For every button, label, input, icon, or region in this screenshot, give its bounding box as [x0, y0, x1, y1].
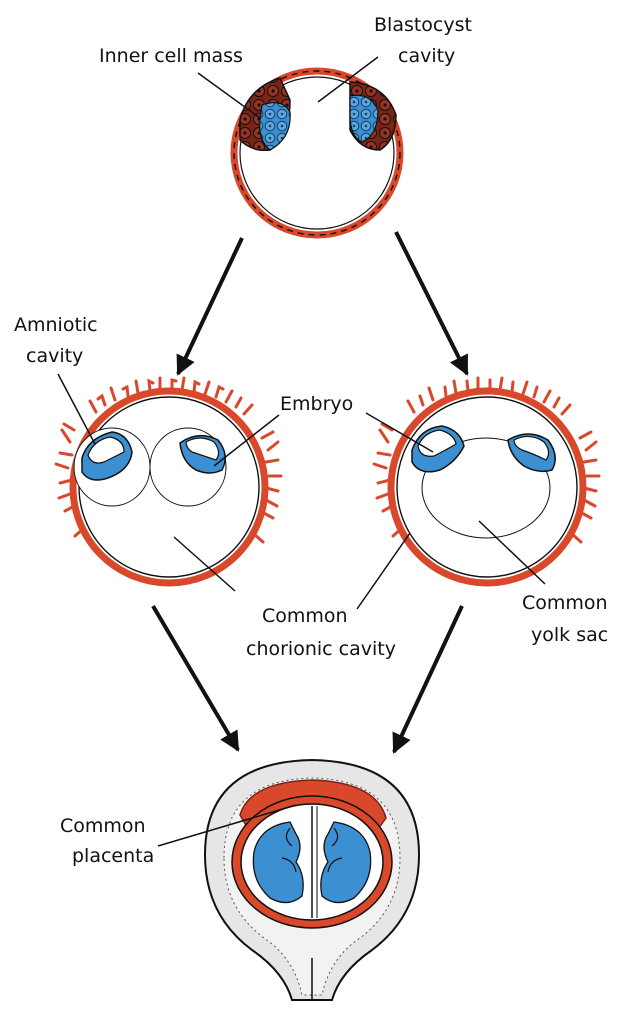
- arrow-right-to-uterus: [394, 606, 462, 752]
- label-amniotic-2: cavity: [26, 345, 83, 367]
- left-chorionic-sac: [56, 378, 281, 583]
- label-placenta-1: Common: [60, 815, 146, 837]
- label-chorionic-1: Common: [262, 605, 348, 627]
- right-chorionic-sac: [374, 378, 599, 583]
- label-yolk-1: Common: [522, 592, 608, 614]
- label-blastocyst-1: Blastocyst: [374, 14, 472, 36]
- label-chorionic-2: chorionic cavity: [246, 638, 396, 660]
- uterus: [205, 760, 419, 1000]
- label-inner-cell-mass: Inner cell mass: [99, 45, 243, 67]
- blastocyst: [234, 71, 400, 235]
- arrow-left-to-uterus: [153, 606, 238, 750]
- label-yolk-2: yolk sac: [531, 624, 608, 646]
- label-blastocyst-2: cavity: [398, 45, 455, 67]
- label-embryo: Embryo: [280, 393, 353, 415]
- arrow-blastocyst-to-right: [396, 232, 467, 374]
- label-placenta-2: placenta: [72, 845, 154, 867]
- label-amniotic-1: Amniotic: [14, 314, 98, 336]
- arrow-blastocyst-to-left: [178, 238, 242, 374]
